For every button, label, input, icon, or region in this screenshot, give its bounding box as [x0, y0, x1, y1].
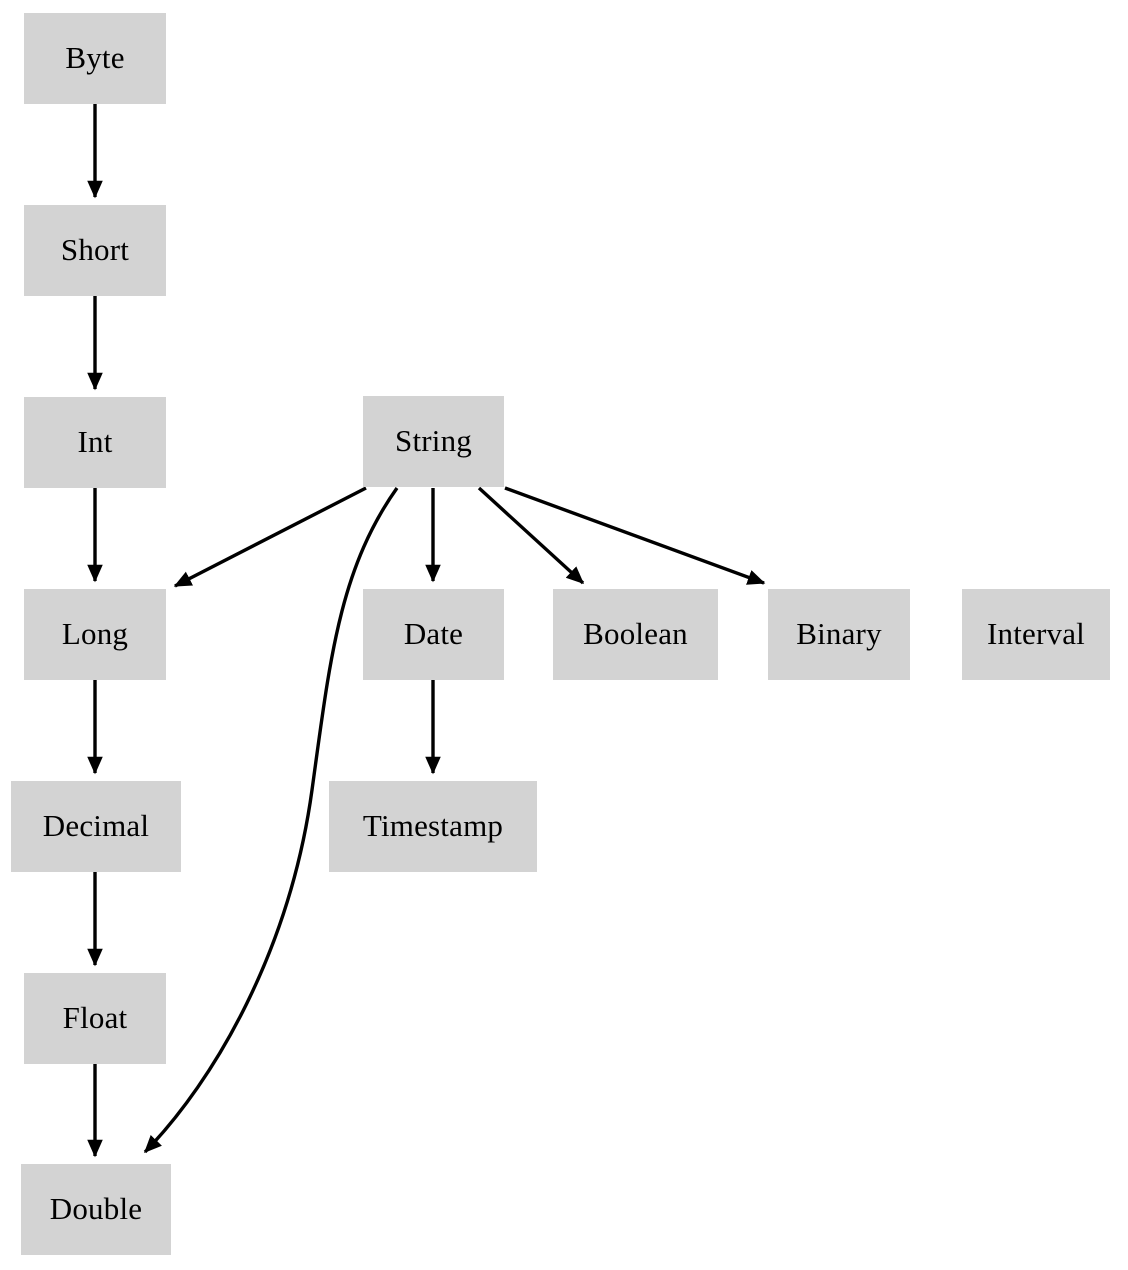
- node-double-label: Double: [49, 1191, 143, 1226]
- edge-string-boolean: [477, 486, 585, 585]
- node-int[interactable]: Int: [24, 397, 166, 488]
- node-long[interactable]: Long: [24, 589, 166, 680]
- node-byte-label: Byte: [65, 40, 125, 75]
- node-binary[interactable]: Binary: [768, 589, 910, 680]
- node-boolean[interactable]: Boolean: [553, 589, 718, 680]
- node-long-label: Long: [61, 616, 129, 651]
- node-byte[interactable]: Byte: [24, 13, 166, 104]
- node-timestamp-label: Timestamp: [362, 808, 504, 843]
- node-double[interactable]: Double: [21, 1164, 171, 1255]
- edge-string-long: [173, 486, 367, 588]
- node-interval-label: Interval: [987, 616, 1085, 651]
- node-float-label: Float: [62, 1000, 128, 1035]
- node-short[interactable]: Short: [24, 205, 166, 296]
- node-interval[interactable]: Interval: [962, 589, 1110, 680]
- node-short-label: Short: [60, 232, 130, 267]
- node-string-label: String: [395, 423, 472, 458]
- node-date-label: Date: [403, 616, 464, 651]
- node-decimal[interactable]: Decimal: [11, 781, 181, 872]
- node-binary-label: Binary: [796, 616, 882, 651]
- node-date[interactable]: Date: [363, 589, 504, 680]
- node-boolean-label: Boolean: [583, 616, 688, 651]
- node-timestamp[interactable]: Timestamp: [329, 781, 537, 872]
- node-string[interactable]: String: [363, 396, 504, 487]
- node-int-label: Int: [77, 424, 113, 459]
- node-decimal-label: Decimal: [42, 808, 150, 843]
- edge-string-binary: [504, 486, 766, 585]
- node-float[interactable]: Float: [24, 973, 166, 1064]
